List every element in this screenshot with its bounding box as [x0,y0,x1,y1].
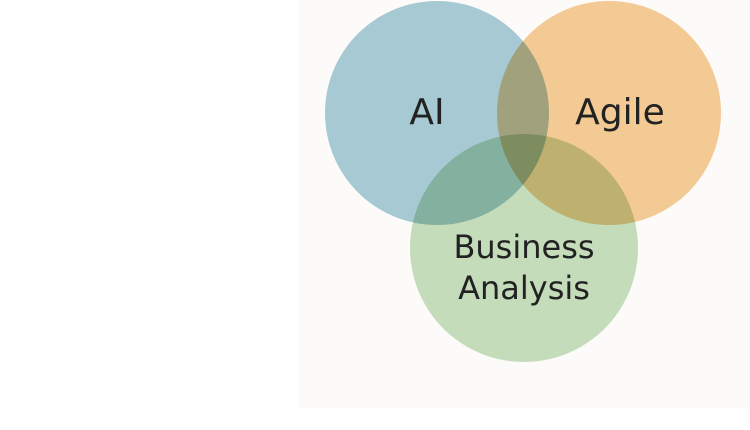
label-agile: Agile [575,92,665,133]
circle-business-analysis [410,134,638,362]
label-ai: AI [409,92,444,133]
label-analysis: Analysis [458,269,590,307]
label-business: Business [453,228,594,266]
